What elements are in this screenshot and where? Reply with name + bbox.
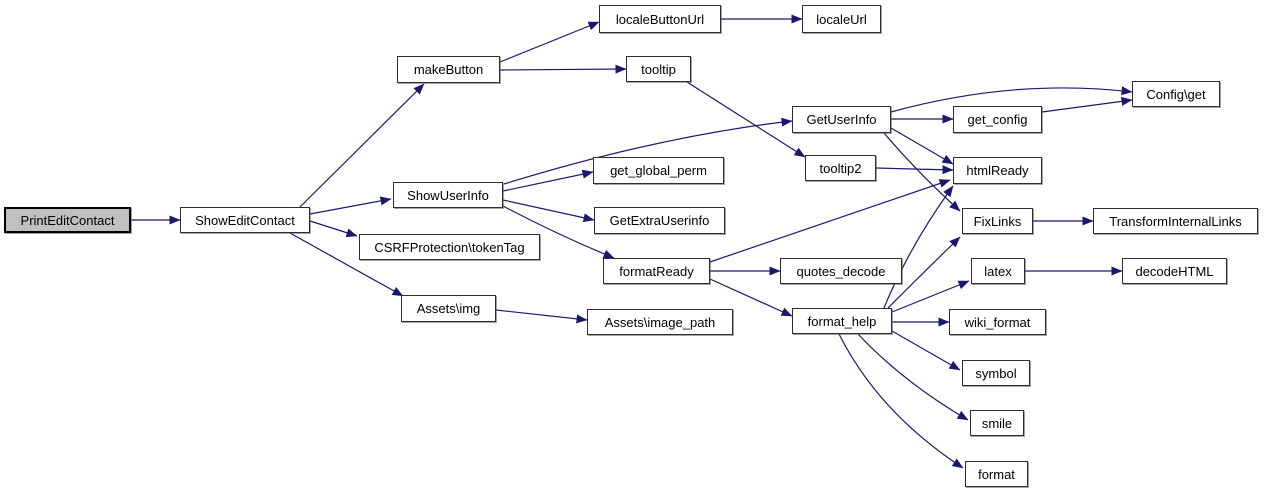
edge-group (131, 14, 1133, 469)
edge-get-user-info-to-config-get (890, 86, 1133, 113)
node-symbol[interactable]: symbol (962, 360, 1030, 386)
edge-make-button-to-locale-button-url (499, 21, 600, 63)
node-get-user-info[interactable]: GetUserInfo (792, 106, 891, 133)
node-fix-links[interactable]: FixLinks (962, 208, 1033, 234)
edge-assets-img-to-assets-image-path (495, 309, 588, 324)
edge-show-user-info-to-get-extra-userinfo (502, 199, 595, 223)
node-csrf-protection-token-tag[interactable]: CSRFProtection\tokenTag (359, 234, 540, 260)
edge-show-edit-contact-to-assets-img (289, 232, 404, 297)
edge-format-help-to-symbol (891, 330, 961, 371)
node-assets-image-path[interactable]: Assets\image_path (587, 309, 733, 335)
edge-format-help-to-format (838, 333, 964, 469)
edge-tooltip-to-tooltip2 (686, 81, 806, 158)
node-show-edit-contact[interactable]: ShowEditContact (180, 207, 310, 233)
edge-show-edit-contact-to-show-user-info (309, 196, 392, 215)
edge-format-ready-to-format-help (709, 278, 793, 317)
edge-format-help-to-latex (891, 280, 970, 313)
node-locale-button-url[interactable]: localeButtonUrl (599, 5, 721, 33)
edge-tooltip2-to-html-ready (875, 165, 954, 175)
node-wiki-format[interactable]: wiki_format (949, 309, 1046, 335)
node-html-ready[interactable]: htmlReady (953, 157, 1042, 184)
edge-show-user-info-to-get-global-perm (502, 169, 594, 192)
node-config-get[interactable]: Config\get (1132, 81, 1220, 107)
node-latex[interactable]: latex (971, 258, 1025, 284)
edge-get-config-to-config-get (1041, 96, 1133, 113)
edge-get-user-info-to-html-ready (890, 127, 954, 165)
node-make-button[interactable]: makeButton (397, 56, 500, 83)
node-tooltip[interactable]: tooltip (626, 56, 691, 82)
edge-make-button-to-tooltip (499, 64, 627, 74)
edge-format-ready-to-html-ready (709, 179, 951, 263)
edge-format-help-to-smile (857, 333, 969, 421)
node-format[interactable]: format (965, 461, 1028, 487)
node-get-extra-userinfo[interactable]: GetExtraUserinfo (594, 207, 725, 234)
edge-show-edit-contact-to-csrf-protection-token-tag (309, 220, 358, 238)
edge-show-user-info-to-get-user-info (503, 117, 793, 185)
node-print-edit-contact: PrintEditContact (4, 207, 131, 233)
edge-show-edit-contact-to-make-button (299, 83, 425, 208)
node-quotes-decode[interactable]: quotes_decode (780, 258, 902, 284)
node-decode-html[interactable]: decodeHTML (1122, 258, 1227, 284)
node-get-config[interactable]: get_config (953, 106, 1042, 133)
node-smile[interactable]: smile (970, 410, 1024, 436)
edge-format-help-to-html-ready (883, 185, 954, 309)
node-show-user-info[interactable]: ShowUserInfo (393, 182, 503, 208)
edge-format-help-to-fix-links (887, 236, 961, 309)
edge-get-user-info-to-fix-links (883, 132, 961, 212)
node-format-help[interactable]: format_help (792, 308, 892, 334)
node-tooltip2[interactable]: tooltip2 (805, 155, 876, 181)
edge-show-user-info-to-format-ready (502, 205, 615, 259)
node-transform-internal-links[interactable]: TransformInternalLinks (1093, 208, 1258, 234)
node-locale-url[interactable]: localeUrl (802, 5, 881, 33)
node-get-global-perm[interactable]: get_global_perm (593, 157, 724, 184)
node-format-ready[interactable]: formatReady (603, 258, 710, 284)
node-assets-img[interactable]: Assets\img (401, 295, 496, 322)
